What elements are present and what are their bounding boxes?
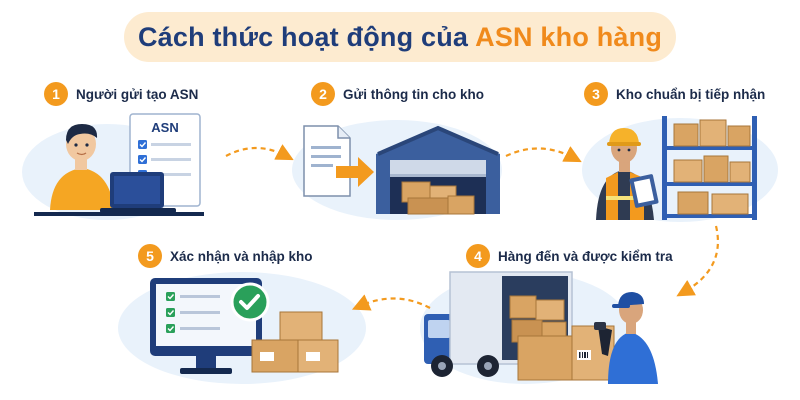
step-3-text: Kho chuẩn bị tiếp nhận [616, 86, 766, 102]
clipboard-icon [629, 174, 659, 208]
step-3-badge: 3 [584, 82, 608, 106]
step-1-badge: 1 [44, 82, 68, 106]
step-3-label: 3 Kho chuẩn bị tiếp nhận [584, 82, 765, 106]
document-icon [303, 125, 351, 197]
step-2-illustration [303, 125, 500, 215]
step-5-label: 5 Xác nhận và nhập kho [138, 244, 313, 268]
arrow-step-2-to-3 [505, 146, 582, 163]
step-2-text: Gửi thông tin cho kho [343, 86, 485, 102]
step-4-label: 4 Hàng đến và được kiểm tra [466, 244, 673, 268]
step-5-text: Xác nhận và nhập kho [170, 248, 313, 264]
arrow-right-icon [336, 157, 374, 187]
scanning-worker-icon [608, 292, 658, 384]
step-4-text: Hàng đến và được kiểm tra [498, 248, 673, 264]
stacked-boxes-icon [251, 311, 339, 373]
step-3-illustration [596, 116, 757, 220]
arrow-step-3-to-4 [676, 225, 720, 297]
sender-person-icon [50, 124, 114, 210]
step-1-text: Người gửi tạo ASN [76, 86, 199, 102]
step-5-illustration [150, 278, 339, 374]
step-1-illustration: ASN [34, 113, 204, 216]
step-2-badge: 2 [311, 82, 335, 106]
arrow-step-4-to-5 [351, 294, 431, 311]
warehouse-icon [376, 125, 500, 215]
page-title: Cách thức hoạt động của ASN kho hàng [124, 12, 676, 62]
check-circle-icon [230, 282, 270, 322]
laptop-icon [100, 172, 176, 213]
shelving-icon [662, 116, 757, 220]
step-1-label: 1 Người gửi tạo ASN [44, 82, 198, 106]
step-2-label: 2 Gửi thông tin cho kho [311, 82, 484, 106]
checklist-icon [166, 292, 220, 333]
title-accent-text: ASN kho hàng [475, 21, 663, 52]
barcode-scanner-icon [594, 322, 612, 356]
step-4-illustration [424, 271, 658, 384]
arrow-step-1-to-2 [225, 144, 294, 161]
step-5-badge: 5 [138, 244, 162, 268]
step-4-badge: 4 [466, 244, 490, 268]
asn-document-title: ASN [151, 120, 178, 135]
title-main-text: Cách thức hoạt động của [137, 21, 469, 52]
